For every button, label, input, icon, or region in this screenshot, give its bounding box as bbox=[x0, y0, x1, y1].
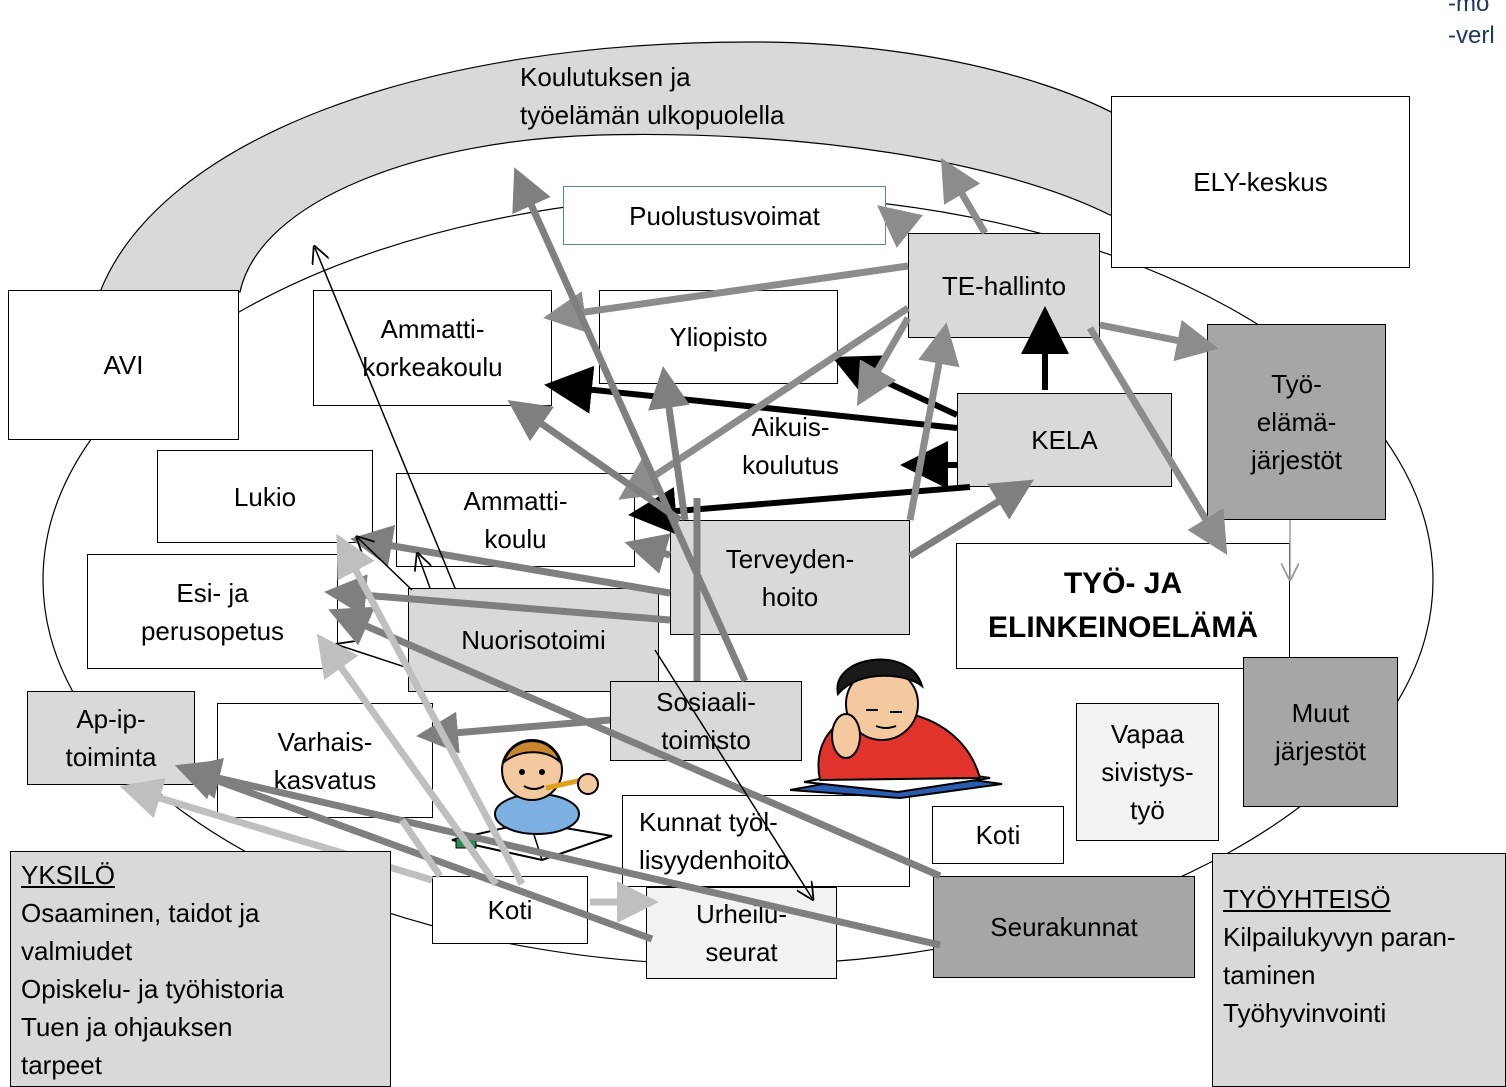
box-ammattikorkeakoulu: Ammatti-korkeakoulu bbox=[313, 290, 552, 406]
box-terveydenhoito: Terveyden-hoito bbox=[670, 520, 910, 635]
box-koti-bottom: Koti bbox=[432, 876, 588, 944]
panel-yksilo-line: Opiskelu- ja työhistoria bbox=[21, 974, 284, 1004]
box-ap-ip-toiminta: Ap-ip-toiminta bbox=[27, 691, 195, 785]
outer-band-label: Koulutuksen ja työelämän ulkopuolella bbox=[520, 62, 785, 130]
box-ammattikoulu: Ammatti-koulu bbox=[396, 473, 635, 567]
box-kela: KELA bbox=[957, 393, 1172, 487]
panel-tyoyhteiso-line: Työhyvinvointi bbox=[1223, 998, 1387, 1028]
panel-yksilo-heading: YKSILÖ bbox=[21, 860, 115, 890]
box-kunnat-tyollisyydenhoito: Kunnat työl-lisyydenhoito bbox=[622, 795, 910, 887]
box-yliopisto: Yliopisto bbox=[599, 290, 838, 384]
box-lukio: Lukio bbox=[157, 450, 373, 543]
box-puolustusvoimat: Puolustusvoimat bbox=[563, 186, 886, 245]
box-aikuiskoulutus: Aikuis-koulutus bbox=[742, 412, 839, 480]
panel-tyoyhteiso: TYÖYHTEISÖ Kilpailukyvyn paran- taminen … bbox=[1212, 853, 1506, 1087]
boy-reading-book-clipart bbox=[790, 658, 1003, 800]
box-te-hallinto: TE-hallinto bbox=[908, 233, 1100, 338]
panel-yksilo-line: Tuen ja ohjauksen bbox=[21, 1012, 233, 1042]
box-urheiluseurat: Urheilu-seurat bbox=[646, 887, 837, 979]
panel-yksilo-line: valmiudet bbox=[21, 936, 133, 966]
panel-yksilo-line: Osaaminen, taidot ja bbox=[21, 898, 260, 928]
box-sosiaalitoimisto: Sosiaali-toimisto bbox=[610, 681, 802, 761]
box-varhaiskasvatus: Varhais-kasvatus bbox=[217, 703, 433, 818]
box-avi: AVI bbox=[8, 290, 239, 440]
box-seurakunnat: Seurakunnat bbox=[933, 876, 1195, 978]
panel-yksilo: YKSILÖ Osaaminen, taidot ja valmiudet Op… bbox=[10, 851, 391, 1087]
panel-tyoyhteiso-line: Kilpailukyvyn paran- bbox=[1223, 922, 1456, 952]
top-notes: -mo -verl bbox=[1448, 0, 1495, 49]
box-ely-keskus: ELY-keskus bbox=[1111, 96, 1410, 268]
box-nuorisotoimi: Nuorisotoimi bbox=[408, 588, 659, 692]
panel-tyoyhteiso-heading: TYÖYHTEISÖ bbox=[1223, 884, 1391, 914]
panel-tyoyhteiso-line: taminen bbox=[1223, 960, 1316, 990]
box-tyoelamajarjestot: Työ-elämä-järjestöt bbox=[1207, 324, 1386, 520]
panel-yksilo-line: tarpeet bbox=[21, 1050, 102, 1080]
box-koti-right: Koti bbox=[932, 806, 1064, 864]
boy-thinking-with-pencil-clipart bbox=[451, 739, 613, 862]
